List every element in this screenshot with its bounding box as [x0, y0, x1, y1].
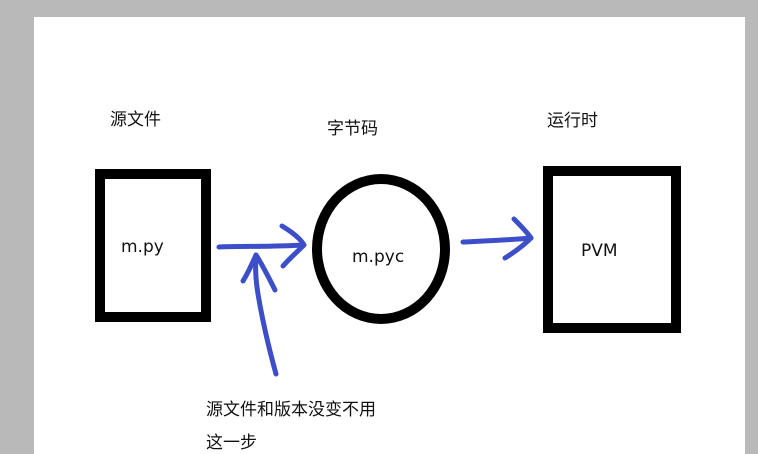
arrow-skip-note	[240, 252, 279, 377]
bytecode-file-name: m.pyc	[352, 247, 405, 267]
runtime-name: PVM	[581, 241, 618, 261]
source-file-name: m.py	[121, 237, 164, 257]
note-line-2: 这一步	[206, 433, 257, 453]
bytecode-ellipse	[312, 174, 450, 324]
source-file-box	[95, 169, 211, 322]
note-line-1: 源文件和版本没变不用	[206, 400, 376, 420]
runtime-title: 运行时	[547, 111, 598, 131]
source-title: 源文件	[110, 110, 161, 130]
bytecode-title: 字节码	[327, 119, 378, 139]
runtime-box	[543, 166, 681, 333]
arrow-compile	[216, 223, 307, 269]
arrow-execute	[460, 216, 534, 261]
